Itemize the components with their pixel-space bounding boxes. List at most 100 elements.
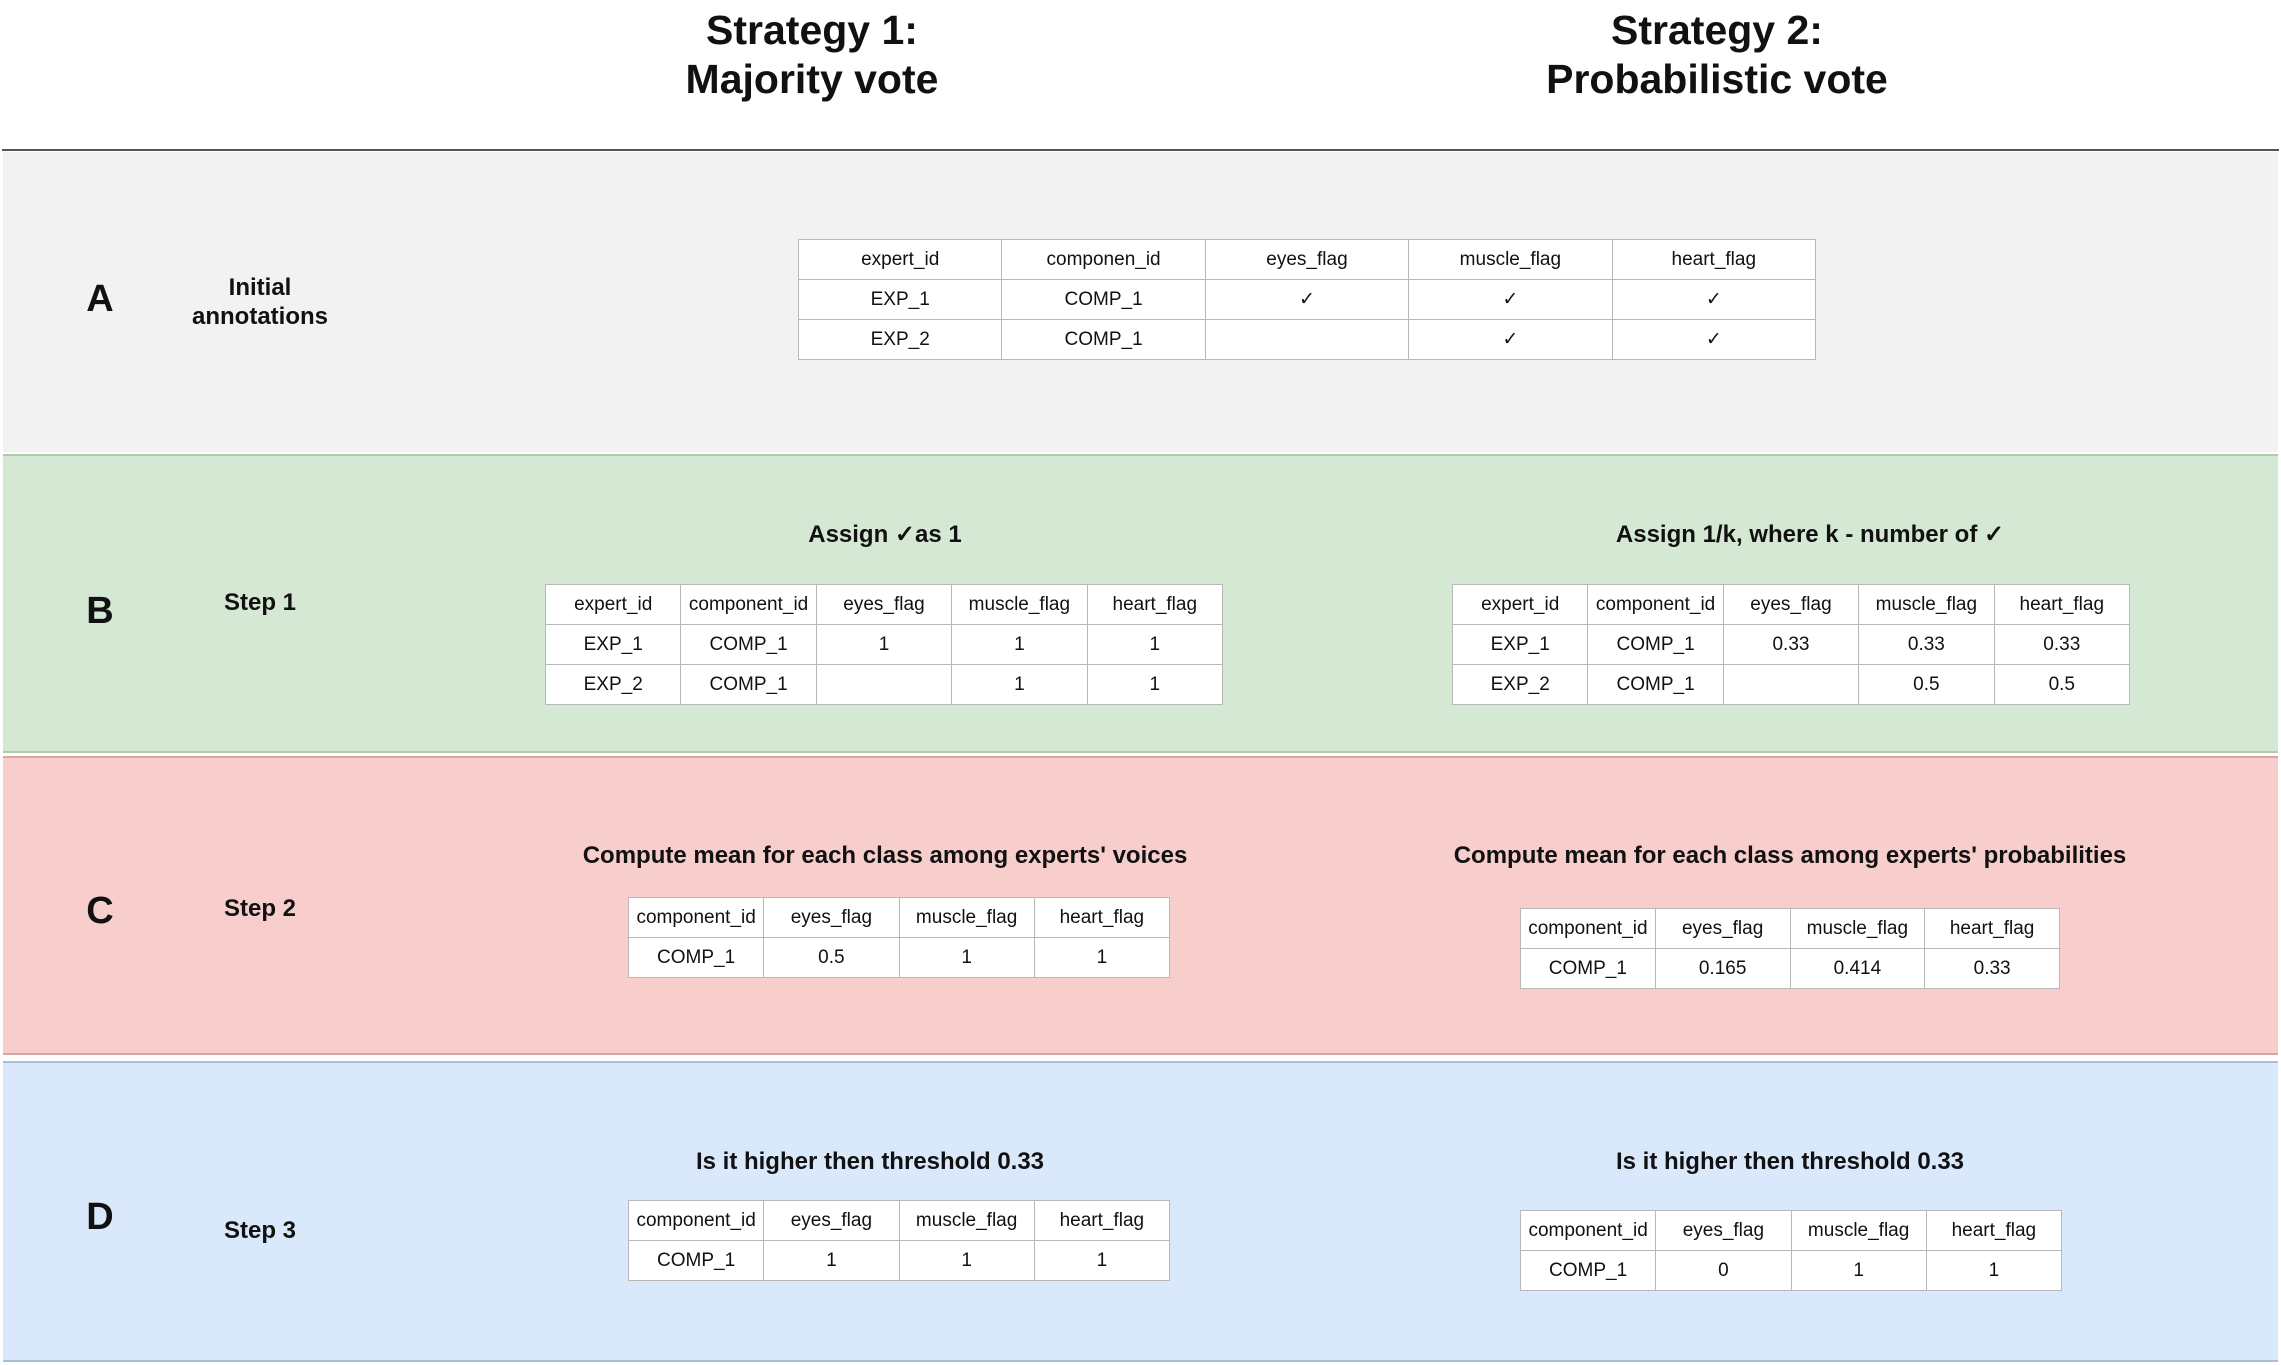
column-header: expert_id	[544, 584, 682, 625]
step2-s2-caption: Compute mean for each class among expert…	[1453, 842, 2127, 869]
table-cell: 0.5	[1858, 664, 1995, 705]
table-cell: 1	[815, 624, 953, 665]
table-cell: EXP_1	[544, 624, 682, 665]
table-cell: COMP_1	[1519, 1250, 1657, 1291]
row-d-letter: D	[86, 1196, 114, 1238]
column-header: heart_flag	[1611, 239, 1817, 280]
table-cell: 1	[898, 1240, 1035, 1281]
table-cell: 1	[1925, 1250, 2063, 1291]
table-cell	[1204, 319, 1410, 360]
strategy-1-title-line2: Majority vote	[685, 56, 939, 102]
row-b-letter: B	[86, 590, 114, 632]
step2-s1-caption: Compute mean for each class among expert…	[582, 842, 1188, 869]
table-cell: 0.414	[1789, 948, 1926, 989]
table-cell: 0.33	[1722, 624, 1860, 665]
table-cell: 1	[1086, 624, 1224, 665]
step3-s2-caption: Is it higher then threshold 0.33	[1615, 1148, 1965, 1175]
table-cell: 0.33	[1993, 624, 2131, 665]
column-header: muscle_flag	[1789, 908, 1926, 949]
column-header: heart_flag	[1033, 897, 1171, 938]
table-cell: 0	[1655, 1250, 1792, 1291]
table-cell: 1	[1033, 937, 1171, 978]
column-header: eyes_flag	[1654, 908, 1791, 949]
table-cell: 1	[763, 1240, 900, 1281]
column-header: component_id	[1587, 584, 1724, 625]
row-a-label: Initial annotations	[140, 273, 380, 331]
table-cell: EXP_2	[544, 664, 682, 705]
strategy-2-title-line2: Probabilistic vote	[1546, 56, 1888, 102]
strategy-1-title: Strategy 1: Majority vote	[462, 6, 1162, 104]
column-header: eyes_flag	[763, 897, 900, 938]
row-c-label: Step 2	[223, 895, 297, 922]
column-header: componen_id	[1001, 239, 1206, 280]
column-header: heart_flag	[1924, 908, 2060, 949]
table-cell: COMP_1	[1001, 319, 1206, 360]
column-header: component_id	[627, 897, 765, 938]
table-cell: COMP_1	[627, 937, 765, 978]
column-header: heart_flag	[1086, 584, 1224, 625]
table-cell	[1722, 664, 1860, 705]
column-header: muscle_flag	[1408, 239, 1613, 280]
column-header: muscle_flag	[1790, 1210, 1927, 1251]
table-cell: ✓	[1204, 279, 1410, 320]
column-header: component_id	[627, 1200, 765, 1241]
table-cell: COMP_1	[1001, 279, 1206, 320]
table-cell: 1	[1033, 1240, 1171, 1281]
strategy-2-title: Strategy 2: Probabilistic vote	[1367, 6, 2067, 104]
table-cell: ✓	[1408, 279, 1613, 320]
step3-s1-caption: Is it higher then threshold 0.33	[695, 1148, 1045, 1175]
step1-s1-caption: Assign ✓as 1	[808, 521, 962, 548]
table-cell: COMP_1	[680, 664, 817, 705]
column-header: component_id	[680, 584, 817, 625]
row-c-letter: C	[86, 890, 114, 932]
table-cell: 0.165	[1654, 948, 1791, 989]
column-header: muscle_flag	[951, 584, 1088, 625]
column-header: eyes_flag	[1722, 584, 1860, 625]
table-cell: 0.33	[1858, 624, 1995, 665]
column-header: eyes_flag	[1204, 239, 1410, 280]
table-cell	[815, 664, 953, 705]
row-a-letter: A	[86, 278, 114, 320]
row-d-label: Step 3	[223, 1217, 297, 1244]
table-cell: 1	[951, 624, 1088, 665]
row-b-label: Step 1	[223, 589, 297, 616]
table-cell: EXP_2	[1451, 664, 1589, 705]
table-cell: COMP_1	[1587, 624, 1724, 665]
strategy-2-title-line1: Strategy 2:	[1611, 7, 1823, 53]
column-header: muscle_flag	[898, 1200, 1035, 1241]
column-header: component_id	[1519, 1210, 1657, 1251]
table-cell: 0.33	[1924, 948, 2060, 989]
column-header: heart_flag	[1993, 584, 2131, 625]
table-cell: COMP_1	[1587, 664, 1724, 705]
column-header: muscle_flag	[898, 897, 1035, 938]
column-header: muscle_flag	[1858, 584, 1995, 625]
row-a-label-line2: annotations	[192, 303, 328, 330]
column-header: eyes_flag	[763, 1200, 900, 1241]
table-cell: ✓	[1611, 279, 1817, 320]
table-cell: EXP_2	[797, 319, 1003, 360]
column-header: expert_id	[797, 239, 1003, 280]
strategy-1-title-line1: Strategy 1:	[706, 7, 918, 53]
table-cell: EXP_1	[1451, 624, 1589, 665]
column-header: heart_flag	[1925, 1210, 2063, 1251]
table-cell: 0.5	[1993, 664, 2131, 705]
table-cell: COMP_1	[627, 1240, 765, 1281]
table-cell: 1	[1086, 664, 1224, 705]
table-cell: COMP_1	[1520, 948, 1656, 989]
table-cell: COMP_1	[680, 624, 817, 665]
